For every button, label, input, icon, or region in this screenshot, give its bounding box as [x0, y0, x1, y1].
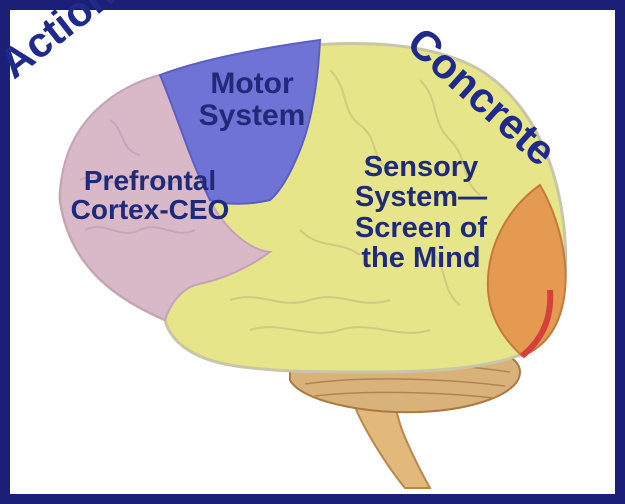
- motor-system-label: Motor System: [182, 68, 322, 131]
- occipital-edge: [520, 289, 554, 359]
- prefrontal-region: [58, 73, 273, 322]
- motor-line-1: Motor: [210, 67, 294, 100]
- motor-region: [158, 38, 322, 205]
- prefrontal-folds: [79, 119, 196, 234]
- sensory-line-3: Screen of: [354, 211, 488, 244]
- sensory-system-label: Sensory System— Screen of the Mind: [316, 152, 526, 274]
- brain-folds: [229, 69, 481, 334]
- motor-line-2: System: [198, 98, 306, 132]
- sensory-line-4: the Mind: [361, 242, 481, 275]
- prefrontal-cortex-label: Prefrontal Cortex-CEO: [40, 166, 260, 225]
- prefrontal-line-2: Cortex-CEO: [70, 194, 230, 226]
- sensory-line-1: Sensory: [363, 151, 479, 183]
- prefrontal-line-1: Prefrontal: [83, 165, 217, 196]
- sensory-line-2: System—: [354, 181, 488, 214]
